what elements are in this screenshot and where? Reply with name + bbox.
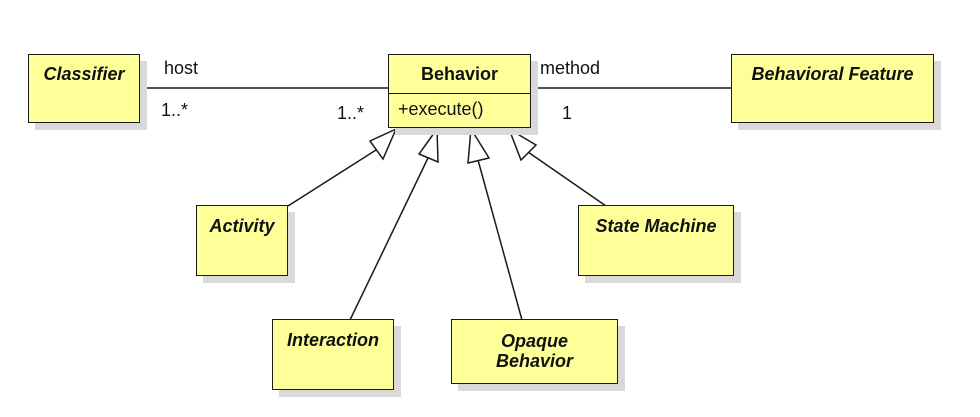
behavior-name: Behavior	[420, 64, 499, 84]
activity-generalization-line	[287, 149, 377, 207]
activity-arrowhead	[368, 127, 398, 161]
opaque-arrowhead	[467, 126, 491, 164]
state-machine-name: State Machine	[595, 216, 717, 236]
activity-name: Activity	[209, 216, 275, 236]
behavioral-feature-class: Behavioral Feature	[731, 54, 934, 123]
interaction-class: Interaction	[272, 319, 394, 390]
interaction-arrowhead	[417, 126, 439, 164]
host-multiplicity-behavior: 1..*	[337, 103, 365, 123]
host-role-label: host	[164, 58, 199, 78]
behavioral-feature-name: Behavioral Feature	[751, 64, 914, 84]
activity-class: Activity	[196, 205, 288, 276]
opaque-behavior-class: Opaque Behavior	[451, 319, 618, 384]
state-machine-generalization-line	[527, 151, 607, 207]
opaque-generalization-line	[477, 159, 523, 321]
classifier-class: Classifier	[28, 54, 140, 123]
state-machine-class: State Machine	[578, 205, 734, 276]
host-multiplicity-classifier: 1..*	[161, 100, 189, 120]
state-machine-arrowhead	[507, 127, 538, 162]
behavior-operation-execute: +execute()	[398, 99, 484, 119]
behavior-class: Behavior +execute()	[388, 54, 531, 128]
behavior-operations-compartment: +execute()	[389, 93, 530, 127]
method-role-label: method	[540, 58, 601, 78]
opaque-behavior-name-line1: Opaque	[500, 331, 568, 351]
interaction-generalization-line	[349, 157, 429, 321]
classifier-name: Classifier	[43, 64, 125, 84]
opaque-behavior-name-line2: Behavior	[495, 351, 574, 371]
method-multiplicity: 1	[562, 103, 573, 123]
interaction-name: Interaction	[286, 330, 379, 350]
